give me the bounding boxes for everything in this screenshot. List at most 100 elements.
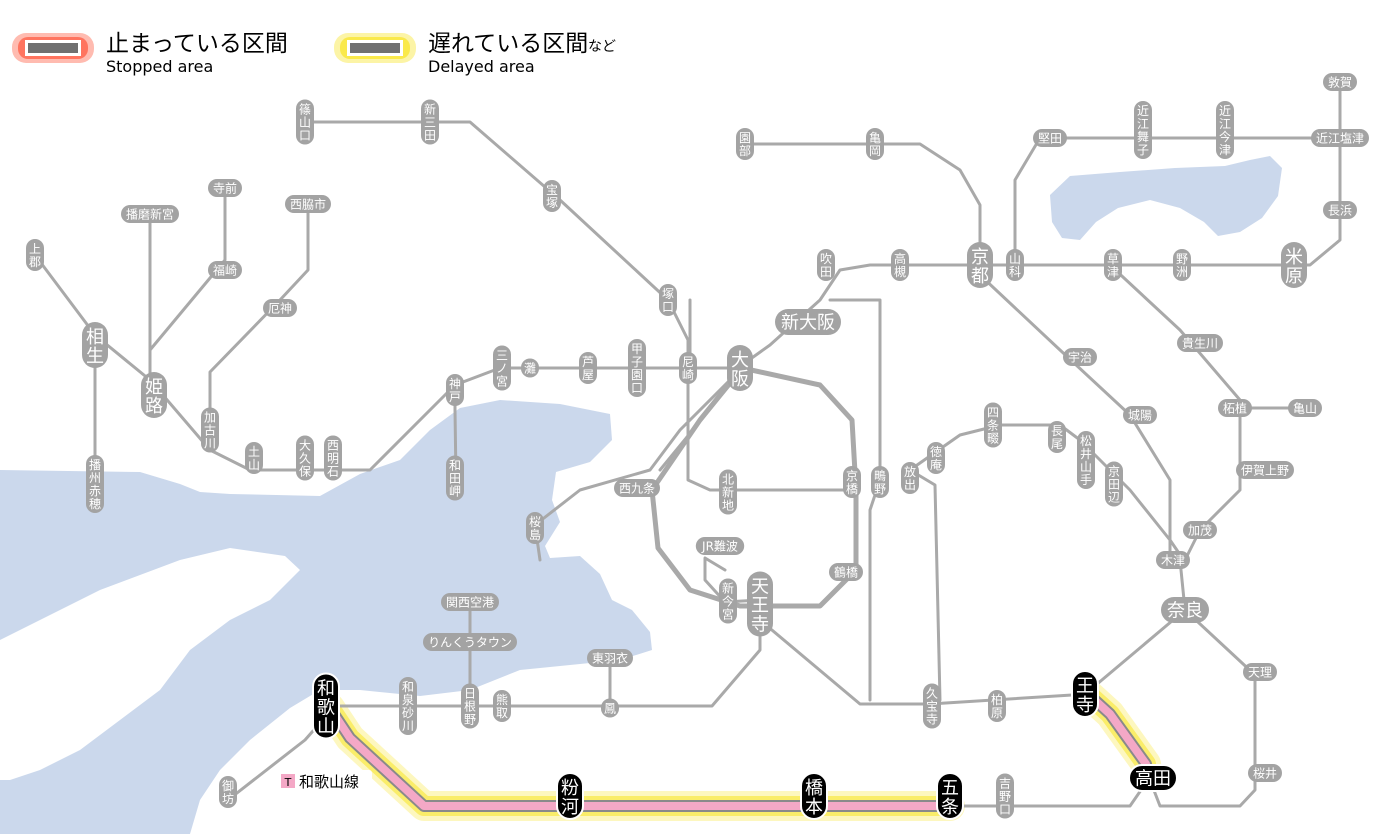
station-nishiakashi[interactable]: 西明石 [324, 435, 342, 481]
station-marker [614, 479, 660, 497]
station-label: 鶴橋 [834, 564, 858, 579]
station-dobo[interactable]: 土山 [245, 442, 263, 474]
station-kobe[interactable]: 神戸 [446, 374, 464, 406]
station-kakogawa[interactable]: 加古川 [201, 407, 219, 453]
station-fukusaki[interactable]: 福崎 [208, 261, 242, 279]
station-takarazuka[interactable]: 宝塚 [543, 180, 561, 212]
station-osaka[interactable]: 大阪 [727, 345, 753, 391]
station-kitashinchi[interactable]: 北新地 [719, 469, 737, 515]
station-omiimazu[interactable]: 近江今津 [1216, 101, 1234, 159]
station-marker [891, 249, 909, 281]
station-nada[interactable]: 灘 [521, 358, 539, 378]
station-harimashinmiya[interactable]: 播磨新宮 [121, 205, 179, 223]
station-izumisunagawa[interactable]: 和泉砂川 [399, 677, 417, 735]
station-rinkutown[interactable]: りんくうタウン [423, 633, 517, 651]
awaji-island [0, 548, 300, 780]
station-uji[interactable]: 宇治 [1063, 348, 1097, 366]
station-kyobashi[interactable]: 京橋 [843, 466, 861, 498]
station-sonobe[interactable]: 園部 [736, 128, 754, 160]
station-label: 京田辺 [1108, 465, 1120, 505]
station-kansaiairport[interactable]: 関西空港 [441, 593, 499, 611]
station-kokawa[interactable]: 粉河 [556, 772, 584, 820]
station-marker [543, 180, 561, 212]
station-tokuan[interactable]: 徳庵 [927, 442, 945, 474]
station-marker [1248, 764, 1282, 782]
station-sakurai[interactable]: 桜井 [1248, 764, 1282, 782]
legend-delayed-swatch [334, 33, 416, 63]
station-kizu[interactable]: 木津 [1156, 551, 1190, 569]
station-marker [727, 345, 753, 391]
station-nagao[interactable]: 長尾 [1048, 421, 1066, 453]
station-gojo[interactable]: 五条 [936, 772, 964, 820]
station-kamigori[interactable]: 上郡 [26, 239, 44, 271]
station-marker [201, 407, 219, 453]
line-tag-code: T [284, 776, 292, 789]
station-oji[interactable]: 王寺 [1071, 670, 1099, 718]
station-katata[interactable]: 堅田 [1033, 129, 1067, 147]
station-joyo[interactable]: 城陽 [1123, 406, 1157, 424]
station-shijonawate[interactable]: 四条畷 [984, 402, 1002, 448]
station-kamo[interactable]: 加茂 [1183, 521, 1217, 539]
station-nara[interactable]: 奈良 [1161, 597, 1209, 623]
station-jrnamba[interactable]: JR難波 [695, 537, 745, 555]
station-label: りんくうタウン [428, 635, 512, 649]
station-aioi[interactable]: 相生 [82, 322, 108, 368]
station-hineno[interactable]: 日根野 [461, 683, 479, 729]
station-wadamisaki[interactable]: 和田岬 [446, 455, 464, 501]
station-teramae[interactable]: 寺前 [208, 179, 242, 197]
station-higashihagoromo[interactable]: 東羽衣 [587, 649, 633, 667]
station-suita[interactable]: 吹田 [817, 249, 835, 281]
station-sannomiya[interactable]: 三ノ宮 [493, 345, 511, 391]
station-himeji[interactable]: 姫路 [141, 372, 167, 418]
station-kusatsu[interactable]: 草津 [1104, 249, 1122, 281]
station-kyuhoji[interactable]: 久宝寺 [923, 683, 941, 729]
station-wakayama[interactable]: 和歌山 [312, 672, 340, 740]
station-omishiotsu[interactable]: 近江塩津 [1311, 129, 1369, 147]
station-shigino[interactable]: 鴫野 [871, 466, 889, 498]
station-kibukawa[interactable]: 貴生川 [1177, 334, 1223, 352]
station-sasayamaguchi[interactable]: 篠山口 [296, 99, 314, 145]
station-hanaten[interactable]: 放出 [901, 462, 919, 494]
station-yoshinoguchi[interactable]: 吉野口 [996, 773, 1014, 819]
station-tenri[interactable]: 天理 [1243, 663, 1277, 681]
station-tsuge[interactable]: 柘植 [1218, 399, 1252, 417]
station-igaueno[interactable]: 伊賀上野 [1236, 461, 1294, 479]
station-otori[interactable]: 鳳 [601, 698, 619, 718]
station-kyoto[interactable]: 京都 [967, 242, 993, 288]
station-kyotanabe[interactable]: 京田辺 [1105, 461, 1123, 507]
station-kameyama[interactable]: 亀山 [1288, 399, 1322, 417]
station-kumatori[interactable]: 熊取 [493, 690, 511, 722]
station-shinosaka[interactable]: 新大阪 [775, 309, 841, 335]
station-nishikujo[interactable]: 西九条 [614, 479, 660, 497]
station-gobo[interactable]: 御坊 [219, 776, 237, 808]
station-takatsuki[interactable]: 高槻 [891, 249, 909, 281]
station-yashiro[interactable]: 厄神 [263, 299, 297, 317]
station-nagahama[interactable]: 長浜 [1323, 201, 1357, 219]
station-kameoka[interactable]: 亀岡 [866, 128, 884, 160]
legend-delayed-label: 遅れている区間 [428, 31, 588, 57]
station-matsuiyamate[interactable]: 松井山手 [1077, 431, 1095, 489]
station-ashiya[interactable]: 芦屋 [579, 352, 597, 384]
station-shinsanda[interactable]: 新三田 [421, 99, 439, 145]
station-tennoji[interactable]: 天王寺 [747, 571, 773, 637]
station-maibara[interactable]: 米原 [1281, 242, 1307, 288]
station-shinimamiya[interactable]: 新今宮 [719, 578, 737, 624]
station-label: 姫路 [145, 377, 163, 417]
station-yamashina[interactable]: 山科 [1006, 249, 1024, 281]
station-banshuako[interactable]: 播州赤穂 [86, 455, 104, 513]
station-tsuruhashi[interactable]: 鶴橋 [829, 563, 863, 581]
station-takada[interactable]: 高田 [1128, 764, 1178, 792]
station-omimaiko[interactable]: 近江舞子 [1134, 101, 1152, 159]
station-okubo[interactable]: 大久保 [296, 435, 314, 481]
station-koshienguchi[interactable]: 甲子園口 [628, 339, 646, 397]
station-tsukaguchi[interactable]: 塚口 [659, 284, 677, 316]
station-marker [1105, 461, 1123, 507]
station-tsuruga[interactable]: 敦賀 [1323, 73, 1357, 91]
station-nishiwakishi[interactable]: 西脇市 [285, 195, 331, 213]
station-amagasaki[interactable]: 尼崎 [679, 352, 697, 384]
station-kashiwara[interactable]: 柏原 [988, 690, 1006, 722]
station-yasu[interactable]: 野洲 [1173, 249, 1191, 281]
station-hashimoto[interactable]: 橋本 [800, 772, 828, 820]
station-sakurajima[interactable]: 桜島 [526, 512, 544, 544]
line-tag-name: 和歌山線 [299, 773, 359, 791]
